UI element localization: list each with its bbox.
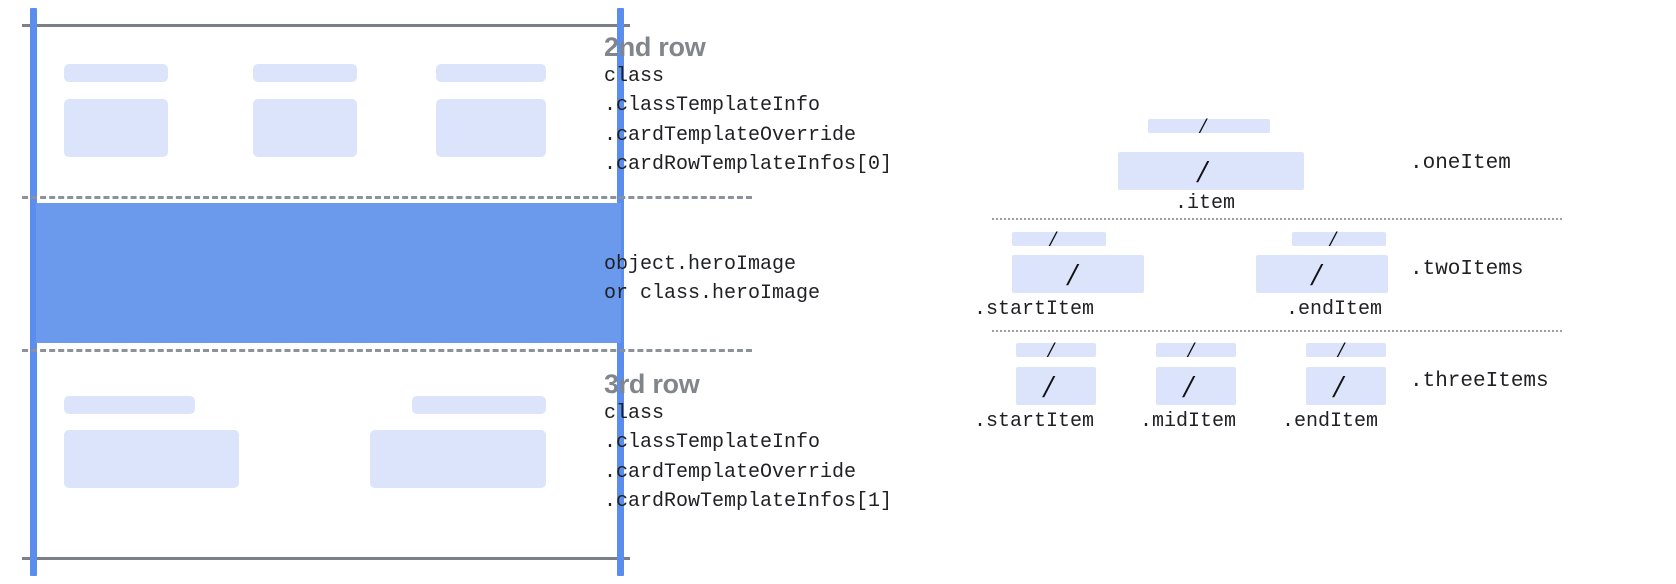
row2-hero-divider: [22, 196, 752, 199]
row3-value-placeholder-1: [64, 430, 239, 488]
annotation-row2-line-4: .cardRowTemplateInfos[0]: [604, 152, 893, 176]
three-items-end-label-slash: /: [1338, 337, 1345, 362]
two-items-end-value-slash: /: [1312, 256, 1321, 292]
two-items-start-value-slash: /: [1068, 256, 1077, 292]
three-items-start-label-slash: /: [1048, 337, 1055, 362]
annotation-row2-heading: 2nd row: [604, 32, 706, 62]
three-items-start-value-slash: /: [1044, 368, 1053, 404]
three-items-end-value-slash: /: [1334, 368, 1343, 404]
annotation-row2: 2nd row class .classTemplateInfo .cardTe…: [604, 32, 892, 179]
annotation-row3-heading: 3rd row: [604, 369, 700, 399]
three-items-end-value-bar: [1306, 367, 1386, 405]
legend-divider-1: [992, 218, 1562, 220]
row2-label-placeholder-2: [253, 64, 357, 82]
row3-label-placeholder-1: [64, 396, 195, 414]
one-item-value-slash: /: [1198, 153, 1207, 189]
three-items-mid-label-bar: [1156, 343, 1236, 357]
card-bottom-edge: [22, 557, 630, 560]
two-items-end-label-bar: [1292, 232, 1386, 246]
two-items-end-caption: .endItem: [1286, 298, 1383, 321]
annotation-row2-line-1: class: [604, 65, 665, 89]
legend-divider-2: [992, 330, 1562, 332]
one-item-label-bar: [1148, 119, 1270, 133]
card-mock: [0, 0, 752, 584]
annotation-row2-line-2: .classTemplateInfo: [604, 94, 821, 118]
three-items-row-label: .threeItems: [1410, 370, 1549, 393]
row2-value-placeholder-2: [253, 99, 357, 157]
annotation-hero-line-1: object.heroImage: [604, 253, 797, 276]
two-items-end-value-bar: [1256, 255, 1388, 293]
card-left-rail: [30, 8, 37, 576]
three-items-end-caption: .endItem: [1282, 410, 1379, 433]
three-items-mid-value-slash: /: [1184, 368, 1193, 404]
three-items-start-label-bar: [1016, 343, 1096, 357]
annotation-row3: 3rd row class .classTemplateInfo .cardTe…: [604, 369, 892, 516]
two-items-start-label-slash: /: [1050, 226, 1057, 251]
two-items-row-label: .twoItems: [1410, 258, 1524, 281]
three-items-mid-caption: .midItem: [1140, 410, 1237, 433]
one-item-value-bar: [1118, 152, 1304, 190]
three-items-end-label-bar: [1306, 343, 1386, 357]
row3-value-placeholder-2: [370, 430, 546, 488]
row2-value-placeholder-1: [64, 99, 168, 157]
row2-value-placeholder-3: [436, 99, 546, 157]
one-item-label-slash: /: [1200, 113, 1207, 138]
hero-row3-divider: [22, 349, 752, 352]
two-items-start-label-bar: [1012, 232, 1106, 246]
annotation-row3-line-1: class: [604, 402, 665, 426]
two-items-end-label-slash: /: [1330, 226, 1337, 251]
hero-image-band: [36, 203, 621, 343]
two-items-start-caption: .startItem: [974, 298, 1095, 321]
three-items-start-caption: .startItem: [974, 410, 1095, 433]
annotation-hero: object.heroImage or class.heroImage: [604, 250, 820, 308]
two-items-start-value-bar: [1012, 255, 1144, 293]
item-layout-legend: / / .item .oneItem / / .startItem / / .e…: [960, 0, 1676, 584]
three-items-mid-label-slash: /: [1188, 337, 1195, 362]
annotation-row3-line-4: .cardRowTemplateInfos[1]: [604, 489, 893, 513]
row2-label-placeholder-1: [64, 64, 168, 82]
annotation-row3-line-2: .classTemplateInfo: [604, 431, 821, 455]
one-item-caption: .item: [1175, 192, 1236, 215]
annotation-hero-line-2: or class.heroImage: [604, 282, 821, 306]
row3-label-placeholder-2: [412, 396, 546, 414]
three-items-start-value-bar: [1016, 367, 1096, 405]
row2-label-placeholder-3: [436, 64, 546, 82]
three-items-mid-value-bar: [1156, 367, 1236, 405]
annotation-row2-line-3: .cardTemplateOverride: [604, 123, 857, 147]
annotation-row3-line-3: .cardTemplateOverride: [604, 460, 857, 484]
one-item-row-label: .oneItem: [1410, 152, 1511, 175]
card-top-edge: [22, 24, 630, 27]
